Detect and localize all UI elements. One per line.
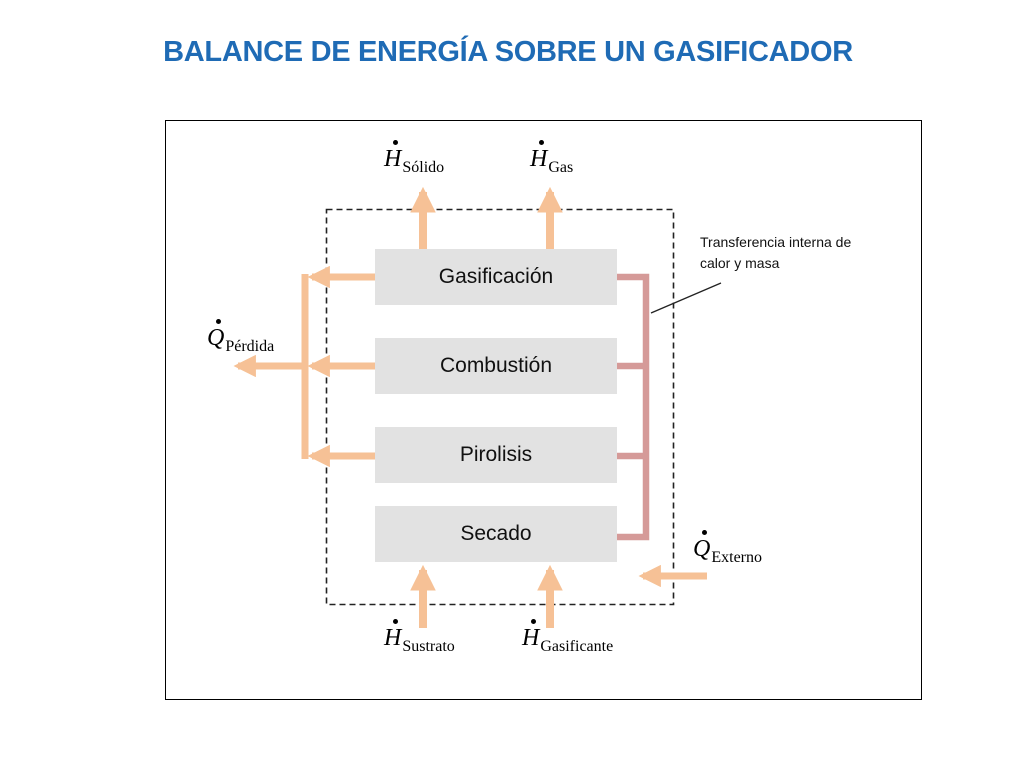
block-combustion: Combustión bbox=[375, 338, 617, 394]
h-dot-symbol: H bbox=[384, 140, 402, 172]
h-dot-symbol: H bbox=[384, 619, 402, 651]
label-q-perdida: QPérdida bbox=[207, 319, 274, 355]
slide-title: BALANCE DE ENERGÍA SOBRE UN GASIFICADOR bbox=[163, 36, 853, 68]
label-h-gas: HGas bbox=[530, 140, 573, 176]
note-leader-line bbox=[650, 282, 722, 314]
h-gas-subscript: Gas bbox=[548, 159, 574, 176]
label-q-externo: QExterno bbox=[693, 530, 762, 566]
label-h-gasificante: HGasificante bbox=[522, 619, 613, 655]
internal-transfer-note: Transferencia interna de calor y masa bbox=[700, 234, 852, 271]
q-perdida-subscript: Pérdida bbox=[225, 338, 275, 355]
h-dot-symbol: H bbox=[530, 140, 548, 172]
internal-transfer-bracket bbox=[617, 273, 650, 541]
system-boundary bbox=[325, 208, 675, 606]
h-sustrato-subscript: Sustrato bbox=[402, 638, 455, 655]
h-solido-subscript: Sólido bbox=[402, 159, 445, 176]
diagram-frame bbox=[165, 120, 922, 700]
label-h-sustrato: HSustrato bbox=[384, 619, 455, 655]
h-gasificante-subscript: Gasificante bbox=[540, 638, 614, 655]
h-dot-symbol: H bbox=[522, 619, 540, 651]
q-externo-subscript: Externo bbox=[711, 549, 762, 566]
block-pirolisis: Pirolisis bbox=[375, 427, 617, 483]
q-dot-symbol: Q bbox=[693, 530, 711, 562]
q-dot-symbol: Q bbox=[207, 319, 225, 351]
block-gasificacion: Gasificación bbox=[375, 249, 617, 305]
label-h-solido: HSólido bbox=[384, 140, 444, 176]
block-secado: Secado bbox=[375, 506, 617, 562]
